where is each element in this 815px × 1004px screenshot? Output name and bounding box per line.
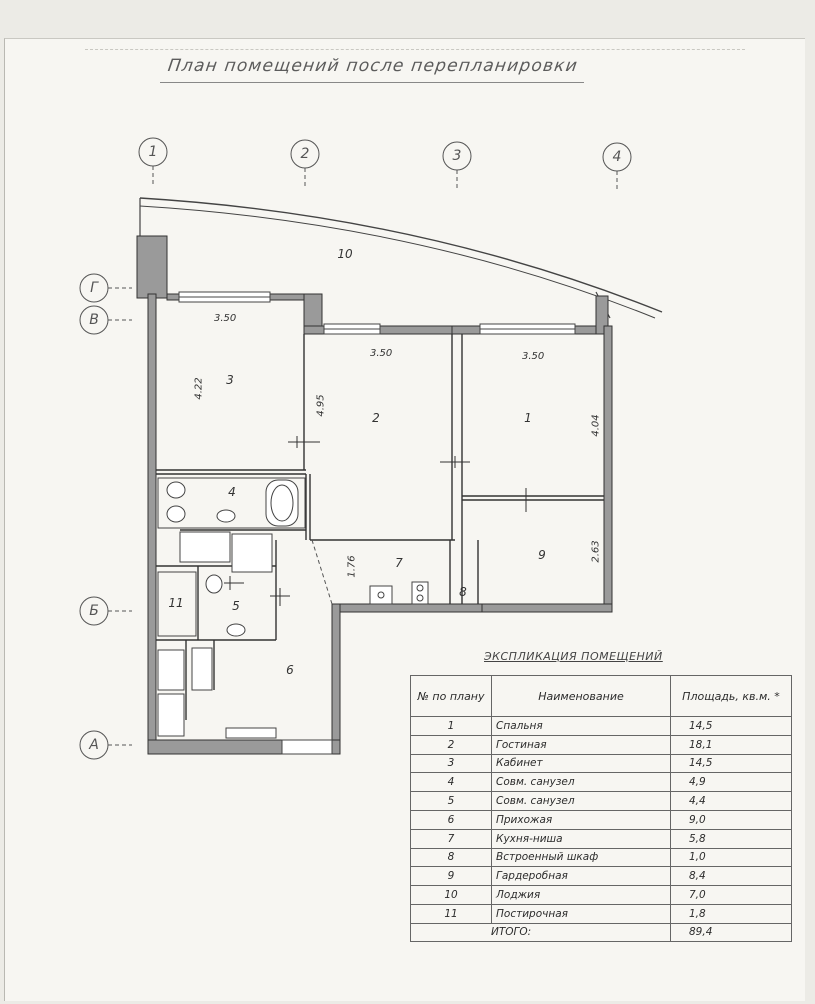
dim-room7-depth: 1.76	[346, 555, 358, 578]
header-num: № по плану	[410, 675, 492, 717]
row-name: Кухня-ниша	[491, 828, 671, 849]
row-num: 8	[410, 847, 492, 868]
row-area: 7,0	[670, 885, 792, 905]
bathroom-5-fixtures	[205, 574, 246, 637]
explication-table: № по плану Наименование Площадь, кв.м. *…	[410, 675, 792, 942]
dim-room3-depth: 4.22	[193, 377, 205, 400]
room-number-1: 1	[524, 411, 532, 425]
wall-corridor	[331, 603, 341, 755]
row-area: 14,5	[670, 753, 792, 774]
row-area: 1,8	[670, 903, 792, 924]
bathroom-4-fixtures	[157, 477, 306, 573]
header-area: Площадь, кв.м. *	[670, 675, 792, 717]
row-name: Гостиная	[491, 734, 671, 755]
row-name: Совм. санузел	[491, 772, 671, 793]
dim-room2-width: 3.50	[370, 348, 393, 359]
row-area: 4,4	[670, 791, 792, 811]
row-num: 4	[410, 772, 492, 793]
row-name: Гардеробная	[491, 866, 671, 887]
room-number-11: 11	[168, 596, 184, 610]
row-num: 10	[410, 885, 492, 905]
row-area: 4,9	[670, 772, 792, 793]
row-area: 8,4	[670, 866, 792, 887]
row-num: 9	[410, 866, 492, 887]
row-name: Встроенный шкаф	[491, 847, 671, 868]
total-value: 89,4	[670, 922, 792, 942]
row-num: 3	[410, 753, 492, 774]
row-name: Кабинет	[491, 753, 671, 774]
axis-label-3: 3	[452, 148, 462, 164]
room-number-5: 5	[232, 599, 240, 613]
row-num: 2	[410, 734, 492, 755]
row-num: 11	[410, 903, 492, 924]
wall-right	[603, 325, 613, 613]
dim-room3-width: 3.50	[214, 313, 237, 324]
room-number-4: 4	[228, 485, 236, 499]
dim-room1-width: 3.50	[522, 351, 545, 362]
header-name: Наименование	[491, 675, 671, 717]
dim-room9-depth: 2.63	[590, 540, 602, 563]
row-num: 1	[410, 716, 492, 736]
row-area: 18,1	[670, 734, 792, 755]
row-name: Постирочная	[491, 903, 671, 924]
row-name: Прихожая	[491, 809, 671, 830]
entrance-door	[281, 739, 333, 755]
room-number-7: 7	[395, 556, 403, 570]
dim-room1-depth: 4.04	[590, 414, 602, 437]
row-num: 6	[410, 809, 492, 830]
total-label: ИТОГО:	[410, 922, 671, 942]
axis-label-a: А	[89, 737, 99, 753]
row-num: 7	[410, 828, 492, 849]
table-total-row: ИТОГО: 89,4	[410, 922, 792, 942]
row-name: Спальня	[491, 716, 671, 736]
row-name: Совм. санузел	[491, 791, 671, 811]
row-area: 9,0	[670, 809, 792, 830]
axis-label-2: 2	[300, 146, 310, 162]
room-number-10: 10	[337, 247, 353, 261]
table-header-row: № по плану Наименование Площадь, кв.м. *	[410, 675, 792, 717]
room-number-3: 3	[226, 373, 234, 387]
room-number-6: 6	[286, 663, 294, 677]
row-name: Лоджия	[491, 885, 671, 905]
row-area: 5,8	[670, 828, 792, 849]
title-underline	[160, 82, 584, 83]
wall-bottom-right	[481, 603, 613, 613]
wall-corner-right	[595, 295, 609, 335]
explication-title: ЭКСПЛИКАЦИЯ ПОМЕЩЕНИЙ	[484, 650, 663, 663]
loggia-rail	[139, 197, 663, 313]
wall-corner-left	[136, 235, 168, 299]
kitchen-fixtures	[369, 581, 429, 605]
sheet-border-dash	[85, 49, 745, 50]
kitchen-boundary	[311, 539, 333, 605]
room-number-8: 8	[459, 585, 467, 599]
axis-label-b: Б	[89, 603, 99, 619]
axis-label-1: 1	[148, 144, 158, 160]
row-num: 5	[410, 791, 492, 811]
room-number-9: 9	[538, 548, 546, 562]
wall-left	[147, 293, 157, 755]
row-area: 1,0	[670, 847, 792, 868]
row-area: 14,5	[670, 716, 792, 736]
dim-room2-depth: 4.95	[315, 394, 327, 417]
room-number-2: 2	[372, 411, 380, 425]
axis-label-g: Г	[90, 280, 98, 296]
axis-label-4: 4	[612, 149, 622, 165]
axis-label-v: В	[89, 312, 99, 328]
loggia-rail-inner	[139, 205, 656, 319]
